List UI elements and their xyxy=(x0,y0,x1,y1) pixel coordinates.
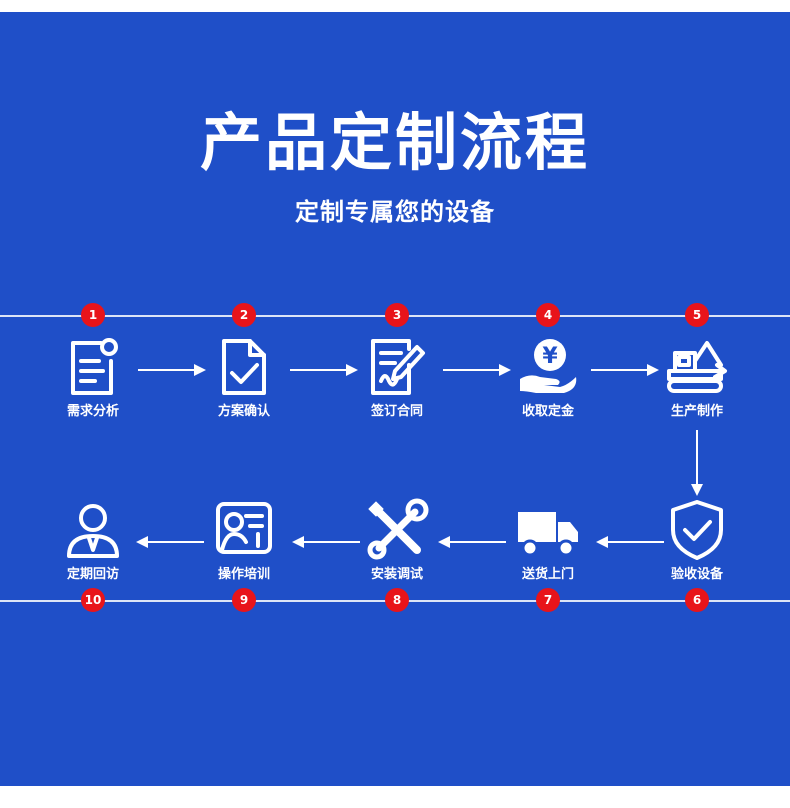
step-number-badge: 1 xyxy=(81,303,105,327)
page-subtitle: 定制专属您的设备 xyxy=(295,198,495,226)
step-label: 签订合同 xyxy=(370,404,423,419)
left-arrow-icon xyxy=(596,534,664,553)
step-label: 收取定金 xyxy=(521,404,574,419)
step-label: 送货上门 xyxy=(521,567,574,582)
right-arrow-icon xyxy=(443,362,511,381)
delivery-truck-icon xyxy=(516,498,580,562)
step-label: 验收设备 xyxy=(670,567,723,582)
right-arrow-icon xyxy=(138,362,206,381)
page-title: 产品定制流程 xyxy=(199,106,590,179)
left-arrow-icon xyxy=(438,534,506,553)
step-number-badge: 7 xyxy=(536,588,560,612)
svg-text:¥: ¥ xyxy=(542,344,558,369)
step-label: 方案确认 xyxy=(217,404,270,419)
hand-yuan-coin-icon: ¥ xyxy=(516,335,580,399)
right-arrow-icon xyxy=(591,362,659,381)
requirements-doc-icon xyxy=(61,335,125,399)
step-number-badge: 9 xyxy=(232,588,256,612)
step-number-badge: 10 xyxy=(81,588,105,612)
down-arrow-icon xyxy=(690,430,704,500)
step-label: 安装调试 xyxy=(370,567,423,582)
step-number-badge: 3 xyxy=(385,303,409,327)
excavator-icon xyxy=(665,335,729,399)
step-label: 生产制作 xyxy=(670,404,723,419)
training-board-icon xyxy=(212,498,276,562)
document-check-icon xyxy=(212,335,276,399)
person-icon xyxy=(61,498,125,562)
left-arrow-icon xyxy=(136,534,204,553)
shield-check-icon xyxy=(665,498,729,562)
step-number-badge: 2 xyxy=(232,303,256,327)
wrench-screwdriver-icon xyxy=(365,498,429,562)
step-number-badge: 8 xyxy=(385,588,409,612)
step-label: 定期回访 xyxy=(66,567,119,582)
contract-sign-icon xyxy=(365,335,429,399)
left-arrow-icon xyxy=(292,534,360,553)
step-number-badge: 5 xyxy=(685,303,709,327)
flow-panel: 产品定制流程 定制专属您的设备 1 需求分析 2 方案确认 3 xyxy=(0,12,790,786)
step-number-badge: 6 xyxy=(685,588,709,612)
step-label: 需求分析 xyxy=(66,404,119,419)
right-arrow-icon xyxy=(290,362,358,381)
step-label: 操作培训 xyxy=(217,567,270,582)
step-number-badge: 4 xyxy=(536,303,560,327)
